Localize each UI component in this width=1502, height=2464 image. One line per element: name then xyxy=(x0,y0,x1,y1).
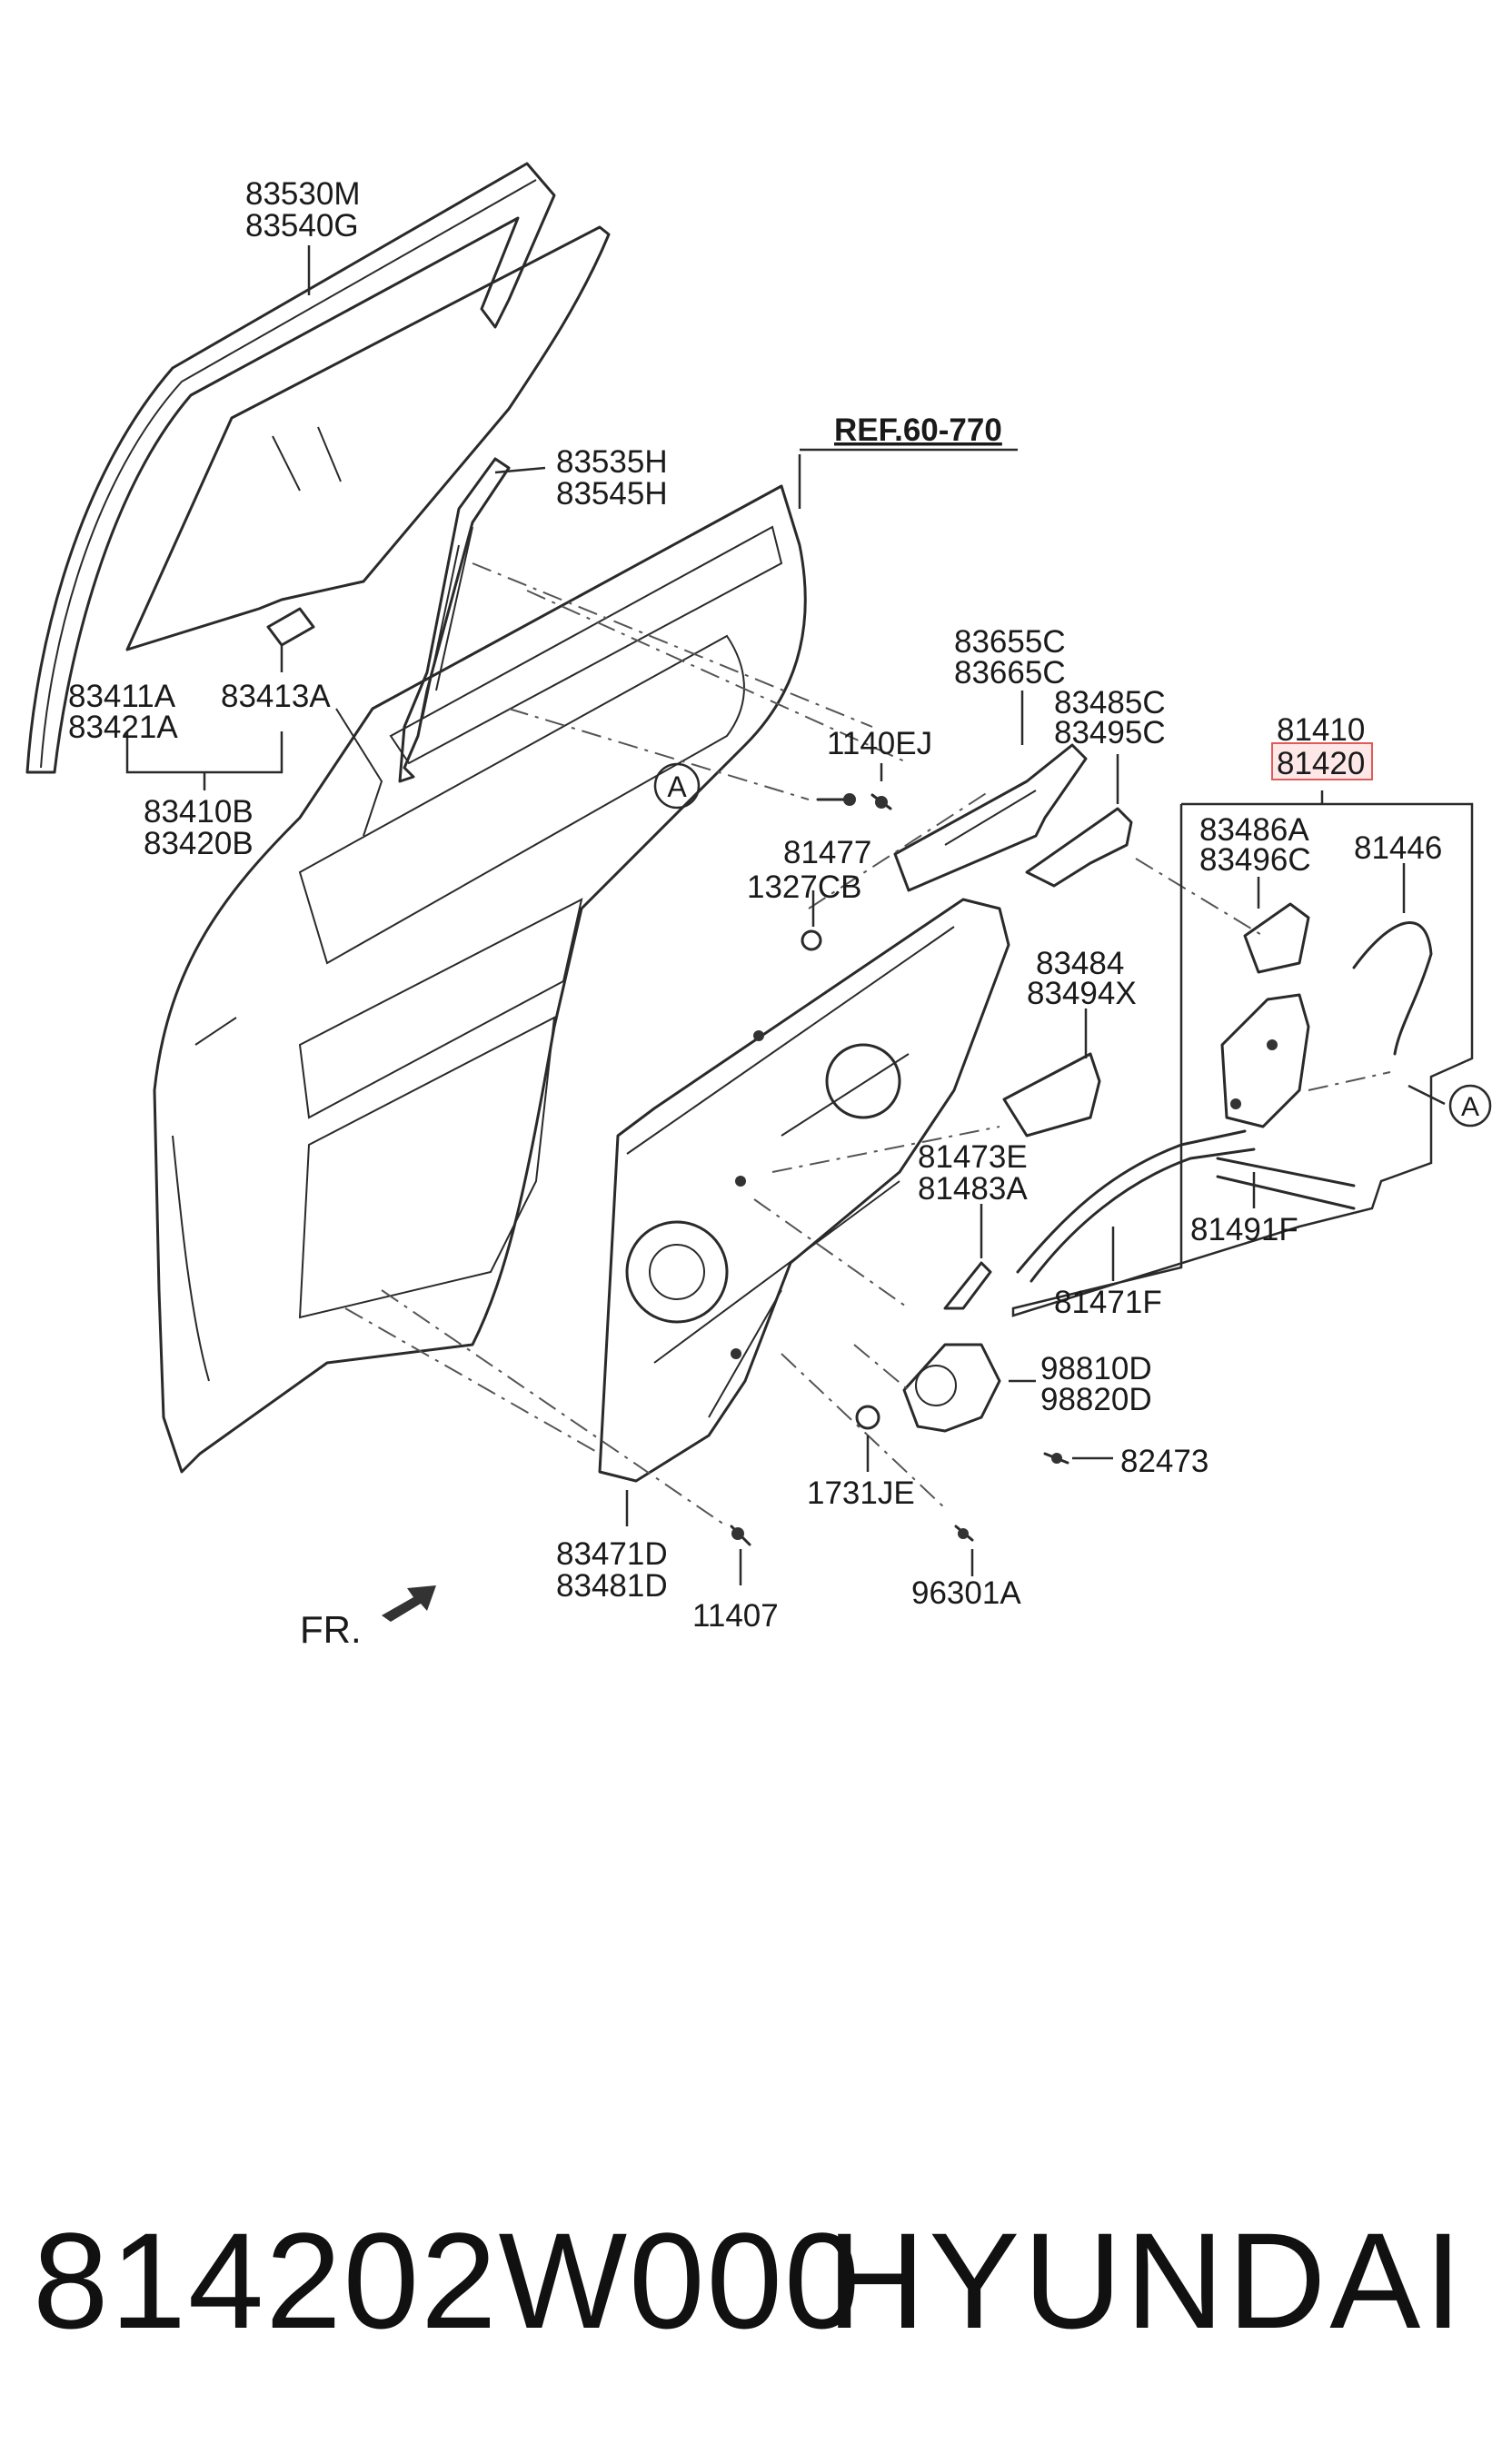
label-83484: 83484 xyxy=(1036,946,1124,981)
label-83471d: 83471D xyxy=(556,1536,668,1572)
highlight-box xyxy=(1271,742,1373,780)
label-1327cb: 1327CB xyxy=(747,869,861,905)
label-ref-60-770: REF.60-770 xyxy=(834,412,1002,448)
label-81491f: 81491F xyxy=(1190,1212,1298,1247)
module-carrier-plate xyxy=(598,898,1010,1483)
label-98820d: 98820D xyxy=(1040,1382,1152,1417)
glass-bracket xyxy=(1002,1052,1101,1138)
label-81410: 81410 xyxy=(1277,712,1365,748)
leader-lines xyxy=(125,245,1446,1585)
door-latch xyxy=(1220,993,1310,1128)
glass-clip xyxy=(266,607,315,647)
label-83413a: 83413A xyxy=(221,679,331,714)
label-83665c: 83665C xyxy=(954,655,1066,691)
cable-clip xyxy=(943,1261,992,1310)
door-frame xyxy=(153,484,807,1474)
label-83421a: 83421A xyxy=(68,710,178,745)
label-83530m: 83530M xyxy=(245,176,360,212)
label-83485c: 83485C xyxy=(1054,685,1166,720)
label-81420: 81420 xyxy=(1277,746,1365,781)
rear-glass-channel xyxy=(398,457,511,783)
latch-cables xyxy=(1016,1129,1356,1283)
brand-name: HYUNDAI xyxy=(826,2204,1466,2357)
footer: 814202W000 HYUNDAI xyxy=(0,2199,1502,2362)
handle-bracket xyxy=(1025,807,1133,888)
marker-a-door: A xyxy=(653,762,701,810)
marker-a-latch-label: A xyxy=(1461,1092,1479,1122)
window-run-channel xyxy=(25,162,556,774)
label-1731je: 1731JE xyxy=(807,1475,915,1511)
label-96301a: 96301A xyxy=(911,1575,1021,1611)
label-83496c: 83496C xyxy=(1199,842,1311,878)
marker-a-latch: A xyxy=(1448,1084,1492,1128)
label-11407: 11407 xyxy=(692,1598,779,1634)
label-83545h: 83545H xyxy=(556,476,668,512)
label-83411a: 83411A xyxy=(68,679,176,714)
label-81446: 81446 xyxy=(1354,830,1442,866)
reference-lines xyxy=(344,562,1391,1527)
label-82473: 82473 xyxy=(1120,1444,1209,1479)
lock-rod xyxy=(1352,921,1433,1056)
label-98810d: 98810D xyxy=(1040,1351,1152,1386)
part-number: 814202W000 xyxy=(33,2204,862,2357)
part-labels: 83530M 83540G 83535H 83545H REF.60-770 8… xyxy=(68,176,1442,1634)
latch-cover xyxy=(1243,902,1310,974)
latch-group-frame xyxy=(1011,790,1474,1317)
label-83494x: 83494X xyxy=(1027,976,1137,1011)
label-83535h: 83535H xyxy=(556,444,668,480)
label-83486a: 83486A xyxy=(1199,812,1309,848)
window-motor xyxy=(902,1343,1001,1433)
label-81477: 81477 xyxy=(783,835,871,870)
label-81483a: 81483A xyxy=(918,1171,1028,1207)
fasteners xyxy=(730,793,1069,1546)
label-83481d: 83481D xyxy=(556,1568,668,1604)
front-label: FR. xyxy=(300,1608,362,1651)
label-83420b: 83420B xyxy=(144,826,254,861)
label-83655c: 83655C xyxy=(954,624,1066,660)
marker-a-door-label: A xyxy=(667,770,687,803)
label-1140ej: 1140EJ xyxy=(827,726,932,761)
label-83410b: 83410B xyxy=(144,794,254,830)
label-83495c: 83495C xyxy=(1054,715,1166,750)
label-83540g: 83540G xyxy=(245,208,359,243)
inside-handle xyxy=(893,743,1088,892)
door-glass xyxy=(125,225,611,651)
label-81473e: 81473E xyxy=(918,1139,1028,1175)
label-81471f: 81471F xyxy=(1054,1285,1162,1320)
front-arrow: FR. xyxy=(300,1585,436,1651)
